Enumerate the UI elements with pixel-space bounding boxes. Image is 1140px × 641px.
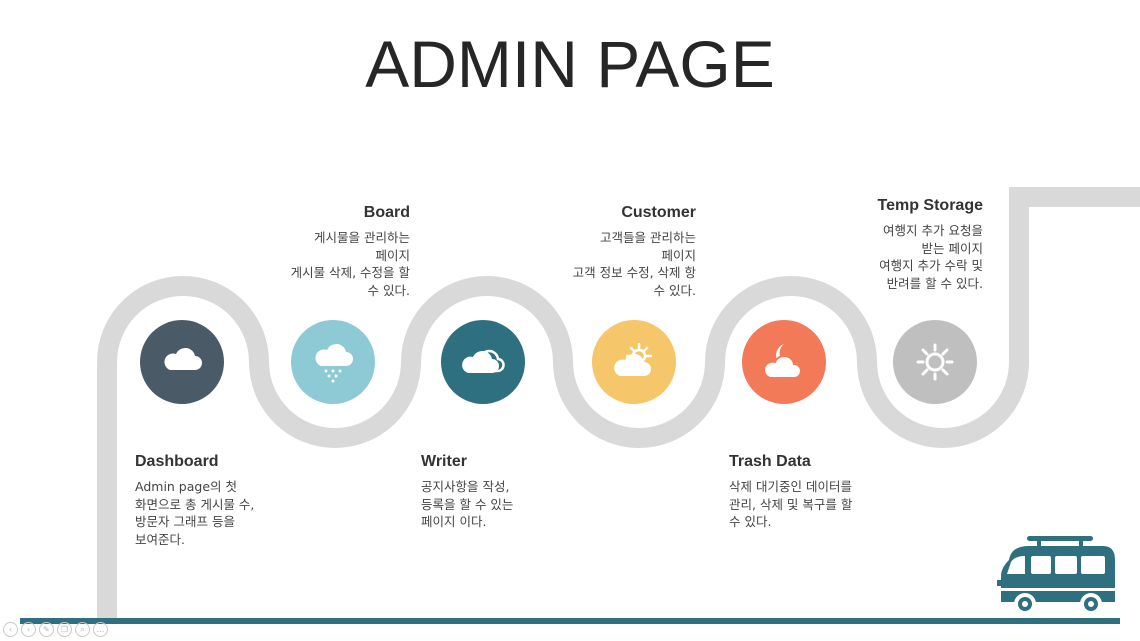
sun-icon (916, 343, 954, 381)
cloud-rain-icon (315, 343, 353, 383)
dashboard-desc: 화면으로 총 게시물 수, (135, 496, 255, 512)
slideshow-toolbar: ‹ › ✎ ❐ ⌕ … (3, 622, 108, 637)
temp-block: Temp Storage 여행지 추가 요청을 받는 페이지 여행지 추가 수락… (803, 196, 984, 292)
board-heading: Board (363, 204, 410, 221)
trash-desc: 수 있다. (729, 514, 772, 529)
customer-block: Customer 고객들을 관리하는 페이지 고객 정보 수정, 삭제 항 수 … (516, 203, 696, 299)
bottom-bar (20, 618, 1120, 624)
customer-desc: 페이지 (661, 247, 696, 263)
back-icon[interactable]: ‹ (3, 622, 18, 637)
zoom-icon[interactable]: ⌕ (75, 622, 90, 637)
night-cloud-icon (763, 344, 802, 379)
writer-circle[interactable] (441, 320, 525, 404)
temp-circle[interactable] (893, 320, 977, 404)
dashboard-heading: Dashboard (135, 453, 219, 470)
trash-desc: 관리, 삭제 및 복구를 할 (729, 496, 853, 512)
dashboard-block: Dashboard Admin page의 첫 화면으로 총 게시물 수, 방문… (135, 452, 335, 548)
writer-desc: 공지사항을 작성, (421, 479, 510, 494)
dashboard-circle[interactable] (140, 320, 224, 404)
cloud-icon (164, 347, 202, 370)
temp-desc: 여행지 추가 요청을 (883, 223, 983, 238)
trash-block: Trash Data 삭제 대기중인 데이터를 관리, 삭제 및 복구를 할 수… (729, 452, 919, 531)
trash-heading: Trash Data (729, 453, 811, 470)
cloudy-icon (462, 349, 505, 373)
trash-circle[interactable] (742, 320, 826, 404)
trash-desc: 삭제 대기중인 데이터를 (729, 479, 852, 494)
customer-desc: 수 있다. (653, 282, 696, 298)
customer-desc: 고객 정보 수정, 삭제 항 (572, 265, 696, 280)
board-desc: 게시물을 관리하는 (314, 230, 410, 245)
dashboard-desc: 방문자 그래프 등을 (135, 514, 235, 529)
writer-desc: 페이지 이다. (421, 514, 487, 529)
temp-desc: 여행지 추가 수락 및 (879, 258, 983, 273)
pen-icon[interactable]: ✎ (39, 622, 54, 637)
play-icon[interactable]: › (21, 622, 36, 637)
customer-heading: Customer (621, 204, 696, 221)
dashboard-desc: 보여준다. (135, 531, 185, 547)
board-desc: 페이지 (375, 247, 410, 263)
writer-desc: 등록을 할 수 있는 (421, 496, 514, 512)
temp-desc: 받는 페이지 (921, 240, 983, 256)
customer-desc: 고객들을 관리하는 (600, 230, 696, 245)
camper-van-icon (997, 536, 1117, 615)
writer-block: Writer 공지사항을 작성, 등록을 할 수 있는 페이지 이다. (421, 452, 601, 531)
customer-circle[interactable] (592, 320, 676, 404)
temp-heading: Temp Storage (877, 197, 984, 214)
board-desc: 수 있다. (367, 282, 410, 298)
board-block: Board 게시물을 관리하는 페이지 게시물 삭제, 수정을 할 수 있다. (230, 203, 410, 299)
writer-heading: Writer (421, 453, 467, 470)
dashboard-desc: Admin page의 첫 (135, 479, 238, 494)
page-title: ADMIN PAGE (365, 27, 775, 101)
board-circle[interactable] (291, 320, 375, 404)
copy-icon[interactable]: ❐ (57, 622, 72, 637)
temp-desc: 반려를 할 수 있다. (886, 275, 983, 291)
board-desc: 게시물 삭제, 수정을 할 (290, 265, 410, 280)
partly-sunny-icon (614, 342, 653, 376)
more-icon[interactable]: … (93, 622, 108, 637)
